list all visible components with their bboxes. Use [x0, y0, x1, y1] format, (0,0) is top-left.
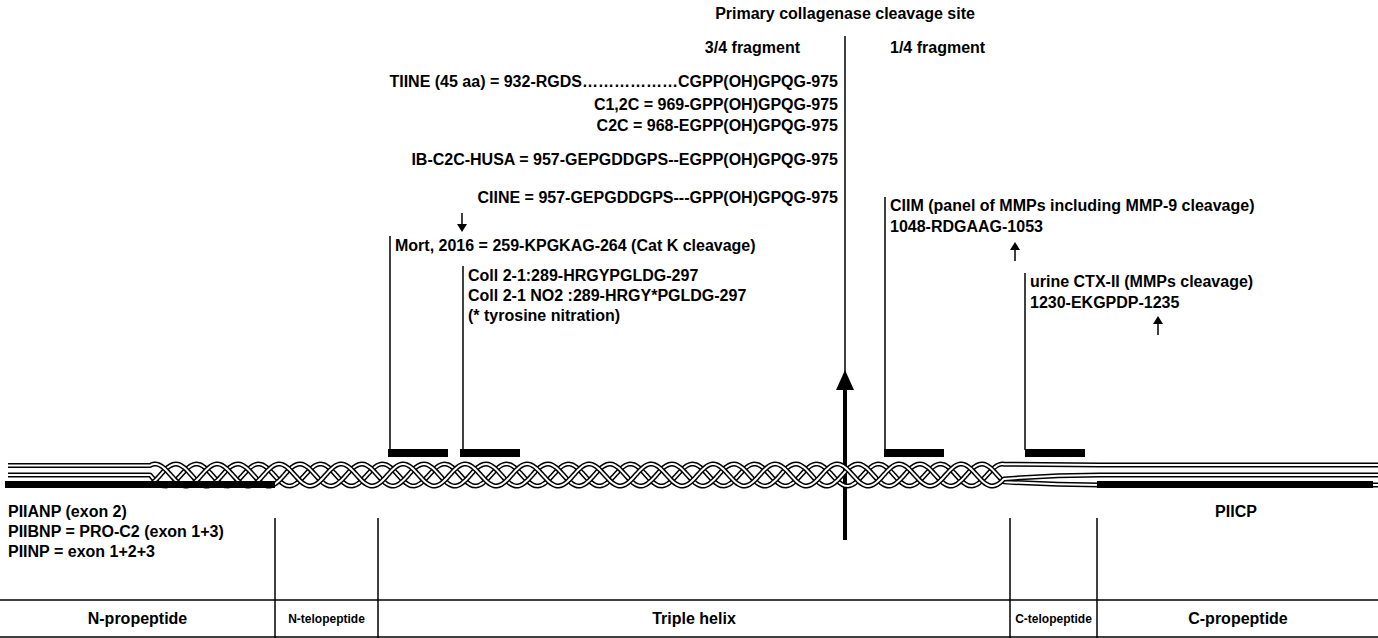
cleavage-arrow — [1014, 249, 1016, 261]
cell-text: Triple helix — [652, 609, 736, 629]
annotation-label: C2C = 968-EGPP(OH)GPQG-975 — [597, 116, 838, 135]
epitope-bar — [388, 449, 448, 457]
leader-line — [462, 266, 464, 450]
propeptide-bar — [5, 481, 275, 488]
annotation-label: CIIM (panel of MMPs including MMP-9 clea… — [890, 196, 1254, 215]
domain-cell: N-propeptide — [0, 601, 275, 637]
cleavage-arrow-shaft — [843, 386, 847, 540]
domain-cell: C-telopeptide — [1011, 601, 1096, 637]
cell-text: PIICP — [1215, 502, 1257, 522]
annotation-label: 1230-EKGPDP-1235 — [1030, 293, 1179, 312]
cell-text: N-telopeptide — [288, 609, 365, 629]
table-line — [0, 636, 1378, 638]
annotation-label: TIINE (45 aa) = 932-RGDS………………CGPP(OH)GP… — [389, 72, 838, 91]
table-line — [274, 518, 276, 638]
epitope-bar — [884, 449, 944, 457]
leader-line — [1024, 273, 1026, 450]
domain-cell: PIICP — [1099, 490, 1373, 598]
cleavage-arrowhead — [1010, 242, 1020, 250]
annotation-label: Mort, 2016 = 259-KPGKAG-264 (Cat K cleav… — [395, 236, 756, 255]
cleavage-arrow — [461, 213, 463, 225]
domain-cell: C-propeptide — [1098, 601, 1378, 637]
epitope-bar — [460, 449, 520, 457]
leader-line — [389, 236, 391, 450]
annotation-label: 3/4 fragment — [705, 38, 800, 57]
annotation-label: 1048-RDGAAG-1053 — [890, 217, 1043, 236]
cleavage-arrow — [1157, 323, 1159, 335]
cell-text: PIIBNP = PRO-C2 (exon 1+3) — [8, 522, 224, 542]
annotation-label: Coll 2-1:289-HRGYPGLDG-297 — [468, 266, 698, 285]
domain-cell: N-telopeptide — [276, 601, 377, 637]
table-line — [1009, 518, 1011, 638]
cleavage-arrowhead — [1153, 316, 1163, 324]
table-line — [0, 599, 1378, 601]
annotation-label: C1,2C = 969-GPP(OH)GPQG-975 — [594, 95, 838, 114]
annotation-label: CIINE = 957-GEPGDDGPS---GPP(OH)GPQG-975 — [477, 188, 838, 207]
table-line — [377, 518, 379, 638]
leader-line — [884, 197, 886, 450]
table-line — [1096, 518, 1098, 638]
propeptide-bar — [1097, 481, 1373, 488]
cleavage-arrow-head — [836, 370, 854, 390]
cell-text: PIIANP (exon 2) — [8, 502, 127, 522]
epitope-bar — [1025, 449, 1085, 457]
annotation-label: urine CTX-II (MMPs cleavage) — [1030, 272, 1253, 291]
annotation-label: (* tyrosine nitration) — [468, 306, 620, 325]
domain-cell: PIIANP (exon 2)PIIBNP = PRO-C2 (exon 1+3… — [5, 490, 273, 598]
cell-text: C-propeptide — [1188, 609, 1288, 629]
annotation-label: Coll 2-1 NO2 :289-HRGY*PGLDG-297 — [468, 286, 746, 305]
annotation-label: 1/4 fragment — [890, 38, 985, 57]
cleavage-line — [844, 36, 846, 372]
cell-text: N-propeptide — [88, 609, 188, 629]
cell-text: PIINP = exon 1+2+3 — [8, 542, 155, 562]
domain-cell: Triple helix — [379, 601, 1009, 637]
cell-text: C-telopeptide — [1015, 609, 1092, 629]
annotation-label: Primary collagenase cleavage site — [715, 4, 975, 23]
cleavage-arrowhead — [457, 224, 467, 232]
annotation-label: IB-C2C-HUSA = 957-GEPGDDGPS--EGPP(OH)GPQ… — [411, 150, 838, 169]
